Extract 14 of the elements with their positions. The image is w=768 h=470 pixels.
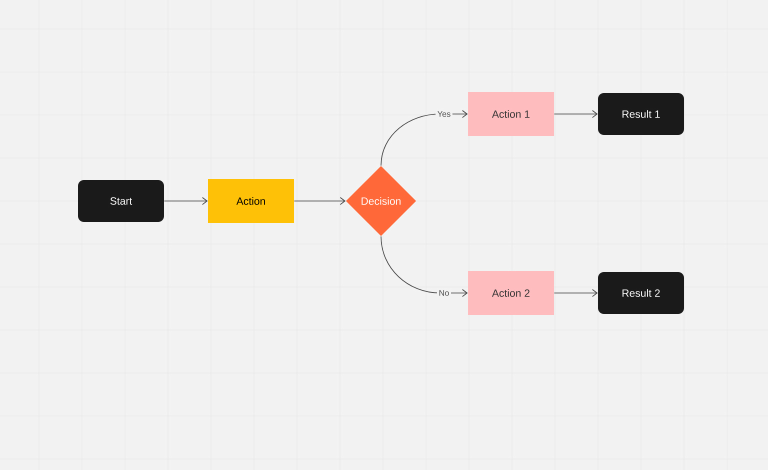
process-box: Action [208, 179, 294, 223]
edge-label: Yes [438, 111, 450, 117]
terminal-box: Result 2 [598, 272, 684, 314]
terminal-box: Result 1 [598, 93, 684, 135]
arrow [380, 236, 468, 297]
process-box: Action 2 [468, 271, 554, 315]
arrow [294, 197, 346, 205]
arrow [554, 289, 598, 297]
arrow [380, 110, 468, 166]
process-box: Action 1 [468, 92, 554, 136]
arrow [554, 110, 598, 118]
terminal-box: Start [78, 180, 164, 222]
edge-label: No [439, 290, 449, 296]
arrow [164, 197, 208, 205]
